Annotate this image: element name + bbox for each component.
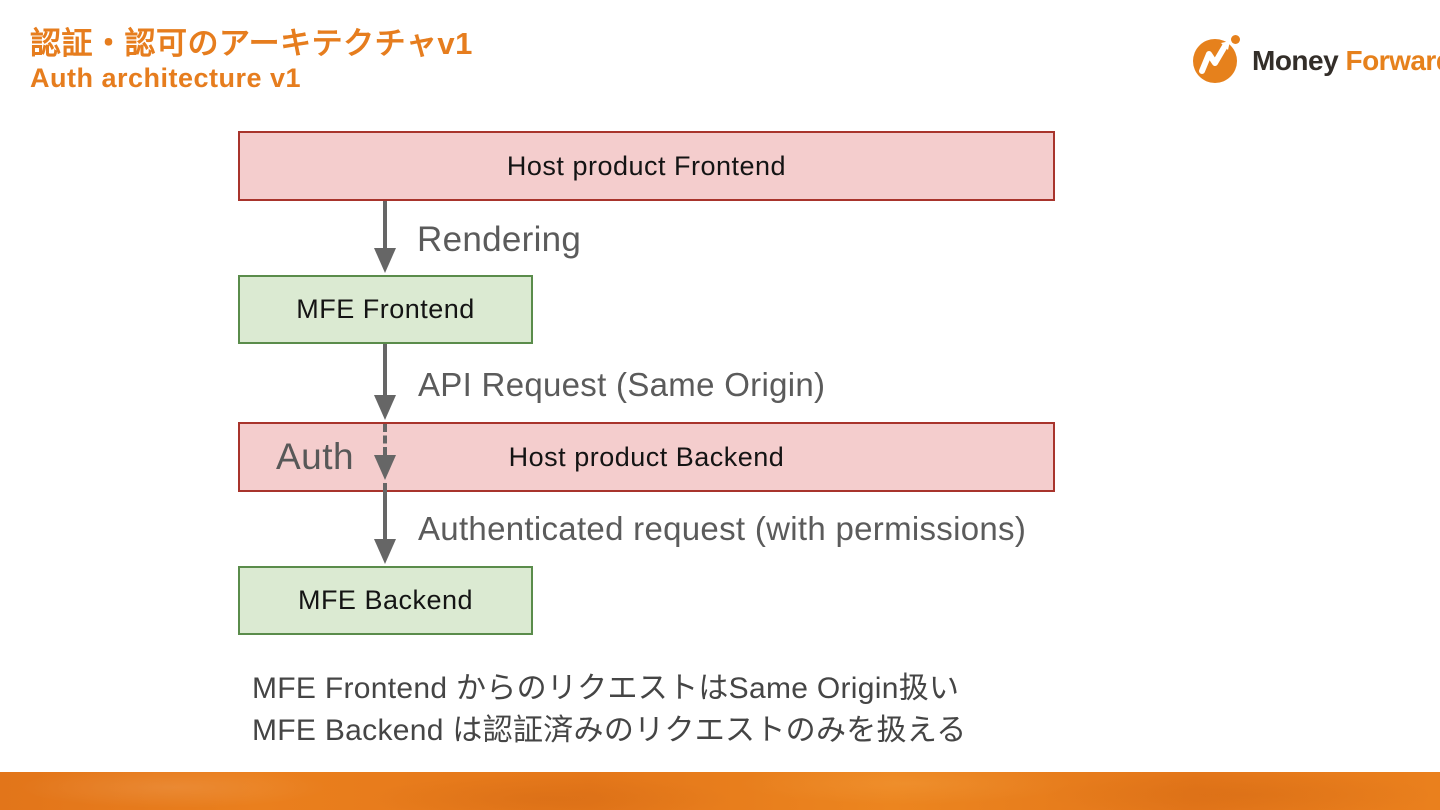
note-line-2: MFE Backend は認証済みのリクエストのみを扱える: [252, 714, 967, 747]
arrow-rendering-head-icon: [374, 248, 396, 273]
note-line-1: MFE Frontend からのリクエストはSame Origin扱い: [252, 672, 960, 705]
box-host-product-frontend: Host product Frontend: [238, 131, 1055, 201]
arrow-rendering-line: [383, 201, 387, 249]
page-title: 認証・認可のアーキテクチャv1: [30, 26, 473, 61]
arrow-auth-head-icon: [374, 455, 396, 480]
box-label: MFE Backend: [297, 585, 474, 615]
box-label: Host product Backend: [508, 441, 785, 472]
arrow-label-api-request: API Request (Same Origin): [418, 366, 826, 403]
box-label: MFE Frontend: [296, 294, 475, 324]
arrow-authenticated-head-icon: [374, 539, 396, 564]
arrow-api-request-line: [383, 344, 387, 396]
money-forward-logo-icon: [1192, 30, 1242, 84]
logo-word-forward: Forward: [1345, 45, 1440, 76]
auth-step-label: Auth: [276, 436, 355, 477]
logo-wordmark: Money Forward: [1252, 37, 1440, 77]
arrow-api-request-head-icon: [374, 395, 396, 420]
logo-word-money: Money: [1252, 45, 1339, 76]
money-forward-logo: Money Forward: [1192, 30, 1440, 84]
arrow-label-authenticated: Authenticated request (with permissions): [418, 510, 1027, 547]
box-mfe-backend: MFE Backend: [238, 566, 533, 635]
arrow-auth-dashed-line: [383, 424, 387, 455]
slide-notes: MFE Frontend からのリクエストはSame Origin扱い MFE …: [252, 668, 967, 752]
box-label: Host product Frontend: [506, 150, 787, 181]
footer-accent-bar: [0, 772, 1440, 810]
arrow-label-rendering: Rendering: [417, 220, 582, 259]
arrow-authenticated-line: [383, 483, 387, 540]
box-mfe-frontend: MFE Frontend: [238, 275, 533, 344]
page-subtitle: Auth architecture v1: [30, 63, 302, 93]
